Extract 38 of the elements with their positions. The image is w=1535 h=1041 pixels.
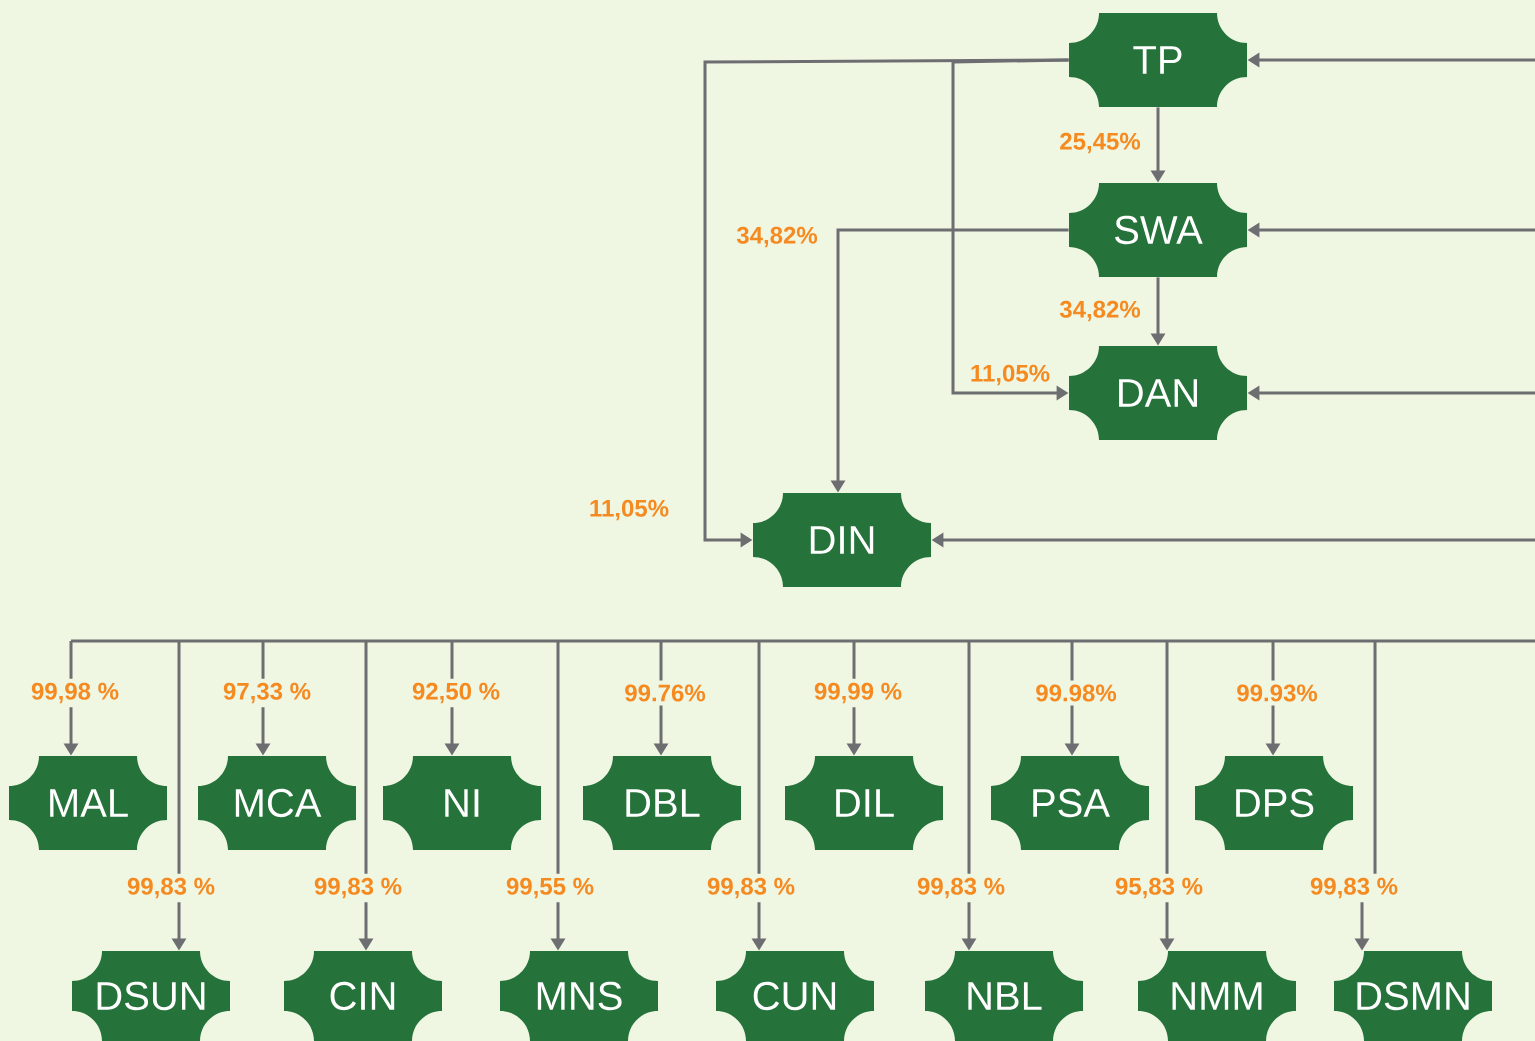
process-box: PSA (991, 756, 1149, 850)
process-box: DPS (1195, 756, 1353, 850)
process-box: MNS (500, 951, 658, 1041)
process-box: DIL (785, 756, 943, 850)
process-box: NI (383, 756, 541, 850)
edge-label: 34,82% (736, 226, 818, 248)
process-box: DAN (1069, 346, 1247, 440)
process-box: SWA (1069, 183, 1247, 277)
edge-label: 11,05% (971, 364, 1050, 386)
process-box: CUN (716, 951, 874, 1041)
edge-label: 99,83 % (1306, 873, 1403, 903)
edge-label: 95,83 % (1111, 873, 1208, 903)
edge-label: 99,83 % (309, 873, 407, 903)
edge-label: 99,55 % (502, 873, 599, 903)
process-box: DSUN (72, 951, 230, 1041)
edge-label: 11,05% (590, 499, 669, 521)
process-box: TP (1069, 13, 1247, 107)
edge-label: 34,82% (1059, 300, 1141, 322)
process-box: CIN (284, 951, 442, 1041)
connector-line (71, 639, 1535, 643)
edge-label: 99,83 % (122, 873, 220, 903)
edge-label: 99.76% (620, 680, 710, 706)
edge-label: 25,45% (1060, 132, 1141, 154)
edge-label: 99,98 % (26, 678, 124, 708)
edge-label: 99.98% (1031, 680, 1121, 706)
process-box: DSMN (1334, 951, 1492, 1041)
edge-label: 99,83 % (702, 873, 800, 903)
edge-label: 99.93% (1232, 680, 1322, 706)
edge-label: 99,83 % (913, 873, 1010, 903)
process-box: DBL (583, 756, 741, 850)
edge-label: 92,50 % (407, 678, 505, 708)
process-box: NBL (925, 951, 1083, 1041)
process-box: MCA (198, 756, 356, 850)
process-box: MAL (9, 756, 167, 850)
process-box: DIN (753, 493, 931, 587)
edge-label: 99,99 % (809, 678, 907, 708)
edge-label: 97,33 % (218, 678, 316, 708)
process-box: NMM (1138, 951, 1296, 1041)
